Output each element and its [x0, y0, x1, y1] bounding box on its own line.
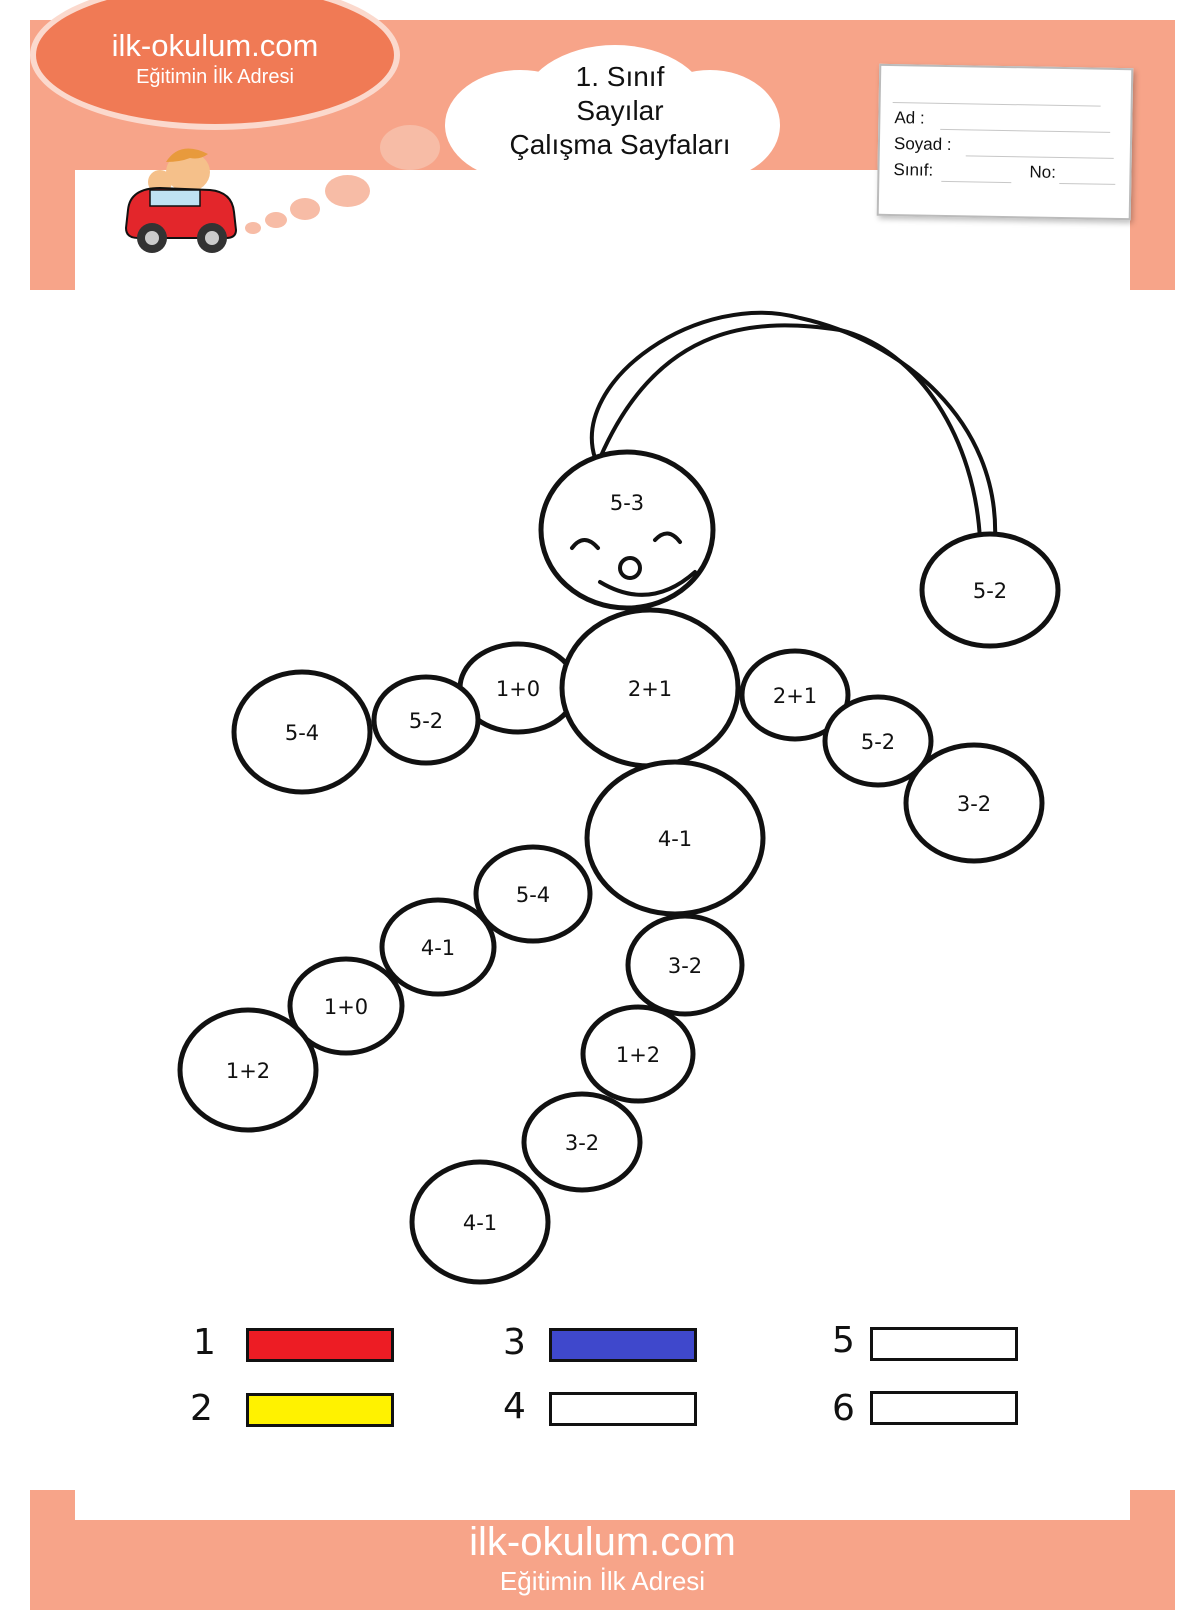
legend-color-swatch-3	[549, 1328, 697, 1362]
figure-label: 3-2	[668, 954, 702, 978]
figure-shape-right-thigh[interactable]	[625, 913, 745, 1017]
legend-number-2: 2	[190, 1388, 213, 1429]
logo-oval	[30, 0, 400, 130]
thought-puff	[325, 175, 370, 207]
hair-strand-outer	[590, 310, 998, 541]
cloud-part	[480, 110, 740, 195]
left-eye	[570, 538, 600, 550]
figure-label: 2+1	[773, 684, 817, 708]
footer-subtitle: Eğitimin İlk Adresi	[499, 1566, 706, 1596]
legend-color-swatch-5	[870, 1327, 1018, 1361]
legend-color-swatch-2	[246, 1393, 394, 1427]
thought-puff	[290, 198, 320, 220]
logo-subtitle: Eğitimin İlk Adresi	[136, 66, 294, 88]
figure-shape-left-forearm[interactable]	[371, 674, 481, 766]
worksheet-title: 1. Sınıf Sayılar Çalışma Sayfaları	[470, 60, 770, 162]
legend-color-swatch-6	[870, 1391, 1018, 1425]
title-line-2: Sayılar	[576, 95, 664, 126]
legend-number-5: 5	[832, 1320, 855, 1361]
figure-label: 5-3	[610, 491, 644, 515]
smile-mouth	[598, 570, 697, 597]
face-features	[570, 531, 697, 597]
figure-label: 1+2	[226, 1059, 270, 1083]
figure-label: 5-4	[516, 883, 550, 907]
title-line-3: Çalışma Sayfaları	[509, 129, 731, 160]
figure-shape-right-shin[interactable]	[521, 1091, 643, 1193]
figure-shape-right-upper-arm[interactable]	[739, 648, 851, 742]
figure-label: 4-1	[463, 1211, 497, 1235]
figure-label: 5-2	[409, 709, 443, 733]
figure-shape-left-hand[interactable]	[231, 669, 373, 795]
figure-shape-left-knee[interactable]	[379, 897, 497, 997]
logo-title: ilk-okulum.com	[111, 28, 319, 63]
figure-shape-head[interactable]	[538, 449, 716, 611]
figure-label: 5-2	[973, 579, 1007, 603]
legend-number-4: 4	[503, 1386, 526, 1427]
title-line-1: 1. Sınıf	[575, 61, 665, 92]
figure-label: 1+2	[616, 1043, 660, 1067]
figure-shape-left-foot[interactable]	[177, 1007, 319, 1133]
legend-color-swatch-1	[246, 1328, 394, 1362]
figure-shape-belly[interactable]	[584, 759, 766, 917]
figure-label: 4-1	[658, 827, 692, 851]
figure-shape-right-knee[interactable]	[580, 1004, 696, 1104]
thought-puff	[380, 125, 440, 170]
legend-color-swatch-4	[549, 1392, 697, 1426]
nose	[618, 556, 642, 580]
footer-title: ilk-okulum.com	[469, 1520, 736, 1564]
figure-label: 2+1	[628, 677, 672, 701]
figure-label: 5-2	[861, 730, 895, 754]
thought-puff	[265, 212, 287, 228]
figure-shape-right-forearm[interactable]	[822, 694, 934, 788]
thought-puff	[245, 222, 261, 234]
legend-number-1: 1	[193, 1322, 216, 1363]
figure-label: 4-1	[421, 936, 455, 960]
figure-label: 1+0	[324, 995, 368, 1019]
figure-label: 3-2	[565, 1131, 599, 1155]
hair-strand-inner	[598, 323, 982, 541]
car-driver-illustration	[124, 148, 238, 253]
figure-shape-right-foot[interactable]	[409, 1159, 551, 1285]
figure-shape-left-thigh[interactable]	[473, 844, 593, 944]
figure-labels: 5-3 5-2 1+0 5-2 5-4 2+1 5-2 3-2 2+1 4-1 5-4 4-1 1+0 1…	[226, 491, 1007, 1235]
right-eye	[653, 531, 682, 544]
legend-number-6: 6	[832, 1388, 855, 1429]
figure-label: 3-2	[957, 792, 991, 816]
figure-label: 1+0	[496, 677, 540, 701]
figure-shape-left-shin[interactable]	[287, 956, 405, 1056]
legend-number-3: 3	[503, 1322, 526, 1363]
footer-inner-panel	[75, 1490, 1130, 1520]
figure-shape-hair-ball[interactable]	[919, 531, 1061, 649]
figure-label: 5-4	[285, 721, 319, 745]
figure-shape-right-hand[interactable]	[903, 742, 1045, 864]
